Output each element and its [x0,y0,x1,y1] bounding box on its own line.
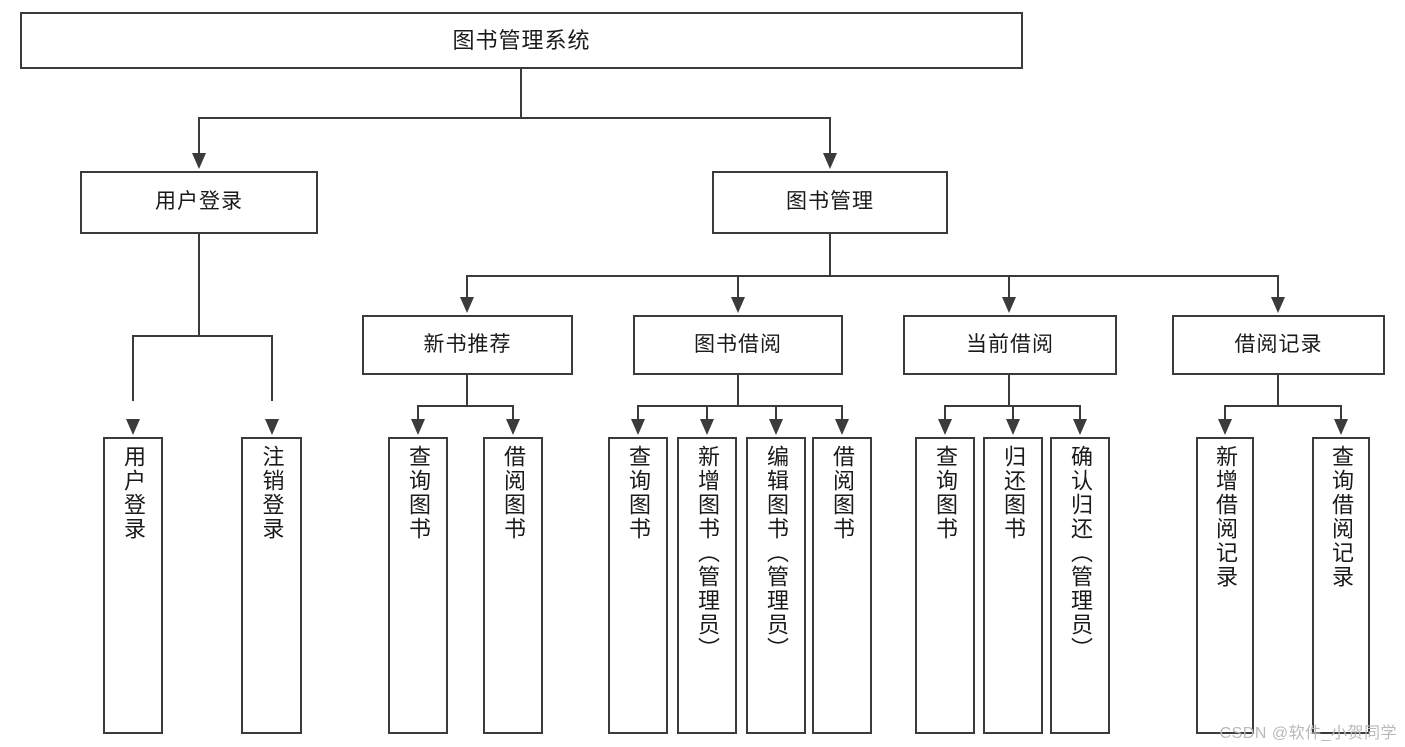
node-label: 借阅图书 [501,445,526,541]
node-label: 编辑图书（管理员） [764,445,789,661]
node-current-borrow[interactable]: 当前借阅 [903,315,1117,375]
edge-current-borrow-drop-3 [1079,405,1081,421]
node-label: 用户登录 [121,445,146,541]
edge-to-user-login [198,117,200,157]
node-label: 新增图书（管理员） [695,445,720,661]
node-label: 借阅图书 [830,445,855,541]
edge-to-book-borrow [737,275,739,301]
arrow-to-book-manage [823,153,837,169]
edge-to-borrow-record [1277,275,1279,301]
arrow-to-new-book-rec [460,297,474,313]
edge-current-borrow-stem [1008,375,1010,405]
node-label: 查询图书 [406,445,431,541]
node-label: 查询图书 [626,445,651,541]
node-label: 当前借阅 [966,332,1054,356]
arrow-leaf-query-book-1 [411,419,425,435]
node-label: 新书推荐 [423,332,512,356]
arrow-leaf-user-login [126,419,140,435]
edge-new-book-rec-drop-1 [417,405,419,421]
edge-book-borrow-drop-3 [775,405,777,421]
edge-borrow-record-bus [1224,405,1341,407]
edge-current-borrow-drop-1 [944,405,946,421]
node-label: 查询借阅记录 [1329,445,1354,589]
node-label: 新增借阅记录 [1213,445,1238,589]
edge-book-borrow-stem [737,375,739,405]
leaf-return-book[interactable]: 归还图书 [983,437,1043,734]
arrow-to-book-borrow [731,297,745,313]
leaf-add-record[interactable]: 新增借阅记录 [1196,437,1254,734]
node-book-borrow[interactable]: 图书借阅 [633,315,843,375]
edge-to-new-book-rec [466,275,468,301]
arrow-to-borrow-record [1271,297,1285,313]
arrow-leaf-query-book-2 [631,419,645,435]
node-label: 用户登录 [155,190,243,214]
edge-borrow-record-drop-1 [1224,405,1226,421]
node-book-manage[interactable]: 图书管理 [712,171,948,234]
edge-new-book-rec-stem [466,375,468,405]
edge-borrow-record-stem [1277,375,1279,405]
edge-new-book-rec-bus [417,405,513,407]
edge-user-login-bus [132,335,272,337]
arrow-leaf-query-record [1334,419,1348,435]
leaf-user-logout[interactable]: 注销登录 [241,437,302,734]
leaf-query-book-3[interactable]: 查询图书 [915,437,975,734]
arrow-leaf-add-book [700,419,714,435]
node-label: 归还图书 [1001,445,1026,541]
node-borrow-record[interactable]: 借阅记录 [1172,315,1385,375]
edge-new-book-rec-drop-2 [512,405,514,421]
edge-book-borrow-drop-2 [706,405,708,421]
arrow-leaf-confirm-return [1073,419,1087,435]
edge-level1-bus [198,117,831,119]
arrow-leaf-return-book [1006,419,1020,435]
edge-root-stem [520,69,522,117]
arrow-to-current-borrow [1002,297,1016,313]
arrow-to-user-login [192,153,206,169]
edge-borrow-record-drop-2 [1340,405,1342,421]
arrow-leaf-query-book-3 [938,419,952,435]
edge-user-login-drop-2 [271,335,273,401]
node-label: 借阅记录 [1234,332,1323,356]
node-label: 确认归还（管理员） [1068,445,1093,661]
edge-user-login-stem [198,234,200,335]
node-label: 图书管理 [786,190,874,214]
edge-to-book-manage [829,117,831,157]
edge-book-borrow-drop-4 [841,405,843,421]
edge-current-borrow-drop-2 [1012,405,1014,421]
arrow-leaf-edit-book [769,419,783,435]
edge-book-borrow-bus [637,405,842,407]
leaf-confirm-return[interactable]: 确认归还（管理员） [1050,437,1110,734]
node-label: 图书管理系统 [452,27,591,53]
node-user-login[interactable]: 用户登录 [80,171,318,234]
edge-book-borrow-drop-1 [637,405,639,421]
arrow-leaf-user-logout [265,419,279,435]
node-label: 注销登录 [259,445,285,541]
leaf-query-book-2[interactable]: 查询图书 [608,437,668,734]
leaf-borrow-book-1[interactable]: 借阅图书 [483,437,543,734]
leaf-query-book-1[interactable]: 查询图书 [388,437,448,734]
leaf-add-book[interactable]: 新增图书（管理员） [677,437,737,734]
leaf-edit-book[interactable]: 编辑图书（管理员） [746,437,806,734]
node-label: 图书借阅 [694,332,782,356]
leaf-user-login[interactable]: 用户登录 [103,437,163,734]
csdn-watermark: CSDN @软件_小贺同学 [1219,725,1397,742]
leaf-borrow-book-2[interactable]: 借阅图书 [812,437,872,734]
arrow-leaf-add-record [1218,419,1232,435]
edge-book-manage-stem [829,234,831,275]
arrow-leaf-borrow-book-2 [835,419,849,435]
edge-level2-bus [466,275,1279,277]
node-label: 查询图书 [933,445,958,541]
node-root-book-management-system[interactable]: 图书管理系统 [20,12,1023,69]
edge-user-login-drop-1 [132,335,134,401]
node-new-book-rec[interactable]: 新书推荐 [362,315,573,375]
arrow-leaf-borrow-book-1 [506,419,520,435]
leaf-query-record[interactable]: 查询借阅记录 [1312,437,1370,734]
edge-to-current-borrow [1008,275,1010,301]
